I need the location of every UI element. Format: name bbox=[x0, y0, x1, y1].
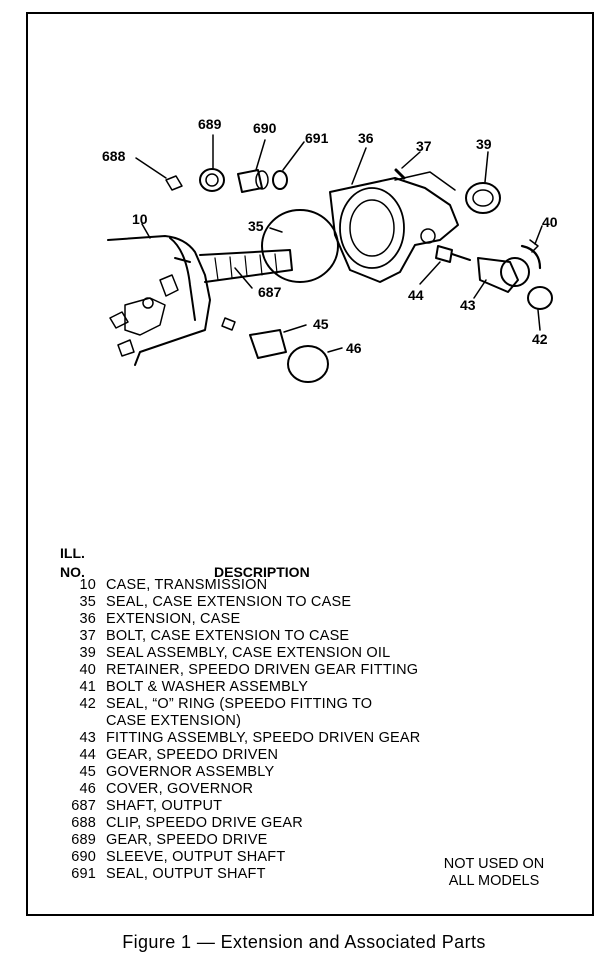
part-description: SEAL, CASE EXTENSION TO CASE bbox=[106, 594, 352, 610]
speedo-fitting bbox=[473, 257, 530, 299]
part-number: 46 bbox=[79, 781, 96, 797]
part-description: GOVERNOR ASSEMBLY bbox=[106, 764, 275, 780]
o-ring-seal bbox=[527, 286, 553, 331]
case-extension bbox=[329, 171, 459, 283]
case-extension-seal bbox=[261, 209, 339, 283]
extension-bolt bbox=[394, 151, 421, 180]
callout-690: 690 bbox=[253, 120, 277, 136]
part-description: SEAL ASSEMBLY, CASE EXTENSION OIL bbox=[106, 645, 391, 661]
part-description: RETAINER, SPEEDO DRIVEN GEAR FITTING bbox=[106, 662, 419, 678]
part-description: BOLT & WASHER ASSEMBLY bbox=[106, 679, 309, 695]
part-number: 37 bbox=[79, 628, 96, 644]
callout-42: 42 bbox=[532, 331, 548, 347]
speedo-drive-gear bbox=[199, 134, 225, 192]
parts-row: 41 BOLT & WASHER ASSEMBLY bbox=[44, 679, 484, 696]
callout-689: 689 bbox=[198, 116, 222, 132]
part-number: 39 bbox=[79, 645, 96, 661]
callout-10: 10 bbox=[132, 211, 148, 227]
part-number: 45 bbox=[79, 764, 96, 780]
part-number: 43 bbox=[79, 730, 96, 746]
fitting-retainer bbox=[520, 225, 543, 270]
parts-row: 687 SHAFT, OUTPUT bbox=[44, 798, 484, 815]
parts-row: 691 SEAL, OUTPUT SHAFT bbox=[44, 866, 484, 883]
callout-35: 35 bbox=[248, 218, 264, 234]
part-description: CLIP, SPEEDO DRIVE GEAR bbox=[106, 815, 303, 831]
parts-row: 36 EXTENSION, CASE bbox=[44, 611, 484, 628]
speedo-drive-clip bbox=[135, 157, 183, 191]
callout-40: 40 bbox=[542, 214, 558, 230]
part-number: 689 bbox=[71, 832, 96, 848]
callout-45: 45 bbox=[313, 316, 329, 332]
part-description: SLEEVE, OUTPUT SHAFT bbox=[106, 849, 286, 865]
part-description: FITTING ASSEMBLY, SPEEDO DRIVEN GEAR bbox=[106, 730, 421, 746]
callout-36: 36 bbox=[358, 130, 374, 146]
callout-46: 46 bbox=[346, 340, 362, 356]
part-number: 690 bbox=[71, 849, 96, 865]
output-shaft-seal bbox=[272, 141, 305, 190]
part-description: SEAL, OUTPUT SHAFT bbox=[106, 866, 266, 882]
output-shaft bbox=[199, 249, 293, 283]
parts-row: 10 CASE, TRANSMISSION bbox=[44, 577, 484, 594]
parts-row: 44 GEAR, SPEEDO DRIVEN bbox=[44, 747, 484, 764]
parts-row: 45 GOVERNOR ASSEMBLY bbox=[44, 764, 484, 781]
parts-row: 37 BOLT, CASE EXTENSION TO CASE bbox=[44, 628, 484, 645]
callout-43: 43 bbox=[460, 297, 476, 313]
part-number: 35 bbox=[79, 594, 96, 610]
parts-row: 46 COVER, GOVERNOR bbox=[44, 781, 484, 798]
part-description: BOLT, CASE EXTENSION TO CASE bbox=[106, 628, 350, 644]
part-number: 40 bbox=[79, 662, 96, 678]
part-description: GEAR, SPEEDO DRIVE bbox=[106, 832, 268, 848]
parts-row: 35 SEAL, CASE EXTENSION TO CASE bbox=[44, 594, 484, 611]
governor-assembly bbox=[221, 317, 307, 359]
header-no: NO. bbox=[60, 564, 85, 580]
part-number: 688 bbox=[71, 815, 96, 831]
part-number: 44 bbox=[79, 747, 96, 763]
figure-caption: Figure 1 — Extension and Associated Part… bbox=[122, 932, 486, 952]
part-number: 42 bbox=[79, 696, 96, 712]
parts-row: 689 GEAR, SPEEDO DRIVE bbox=[44, 832, 484, 849]
header-ill: ILL. bbox=[60, 545, 85, 561]
header-description: DESCRIPTION bbox=[214, 564, 310, 580]
extension-oil-seal bbox=[465, 151, 501, 214]
parts-list: 10 CASE, TRANSMISSION 35 SEAL, CASE EXTENS… bbox=[44, 577, 484, 883]
part-description: CASE, TRANSMISSION bbox=[106, 577, 268, 593]
callout-44: 44 bbox=[408, 287, 424, 303]
transmission-case bbox=[107, 235, 211, 366]
parts-row: 43 FITTING ASSEMBLY, SPEEDO DRIVEN GEAR bbox=[44, 730, 484, 747]
part-description: EXTENSION, CASE bbox=[106, 611, 241, 627]
part-description: SEAL, “O” RING (SPEEDO FITTING TO CASE E… bbox=[106, 696, 373, 729]
output-shaft-sleeve bbox=[237, 139, 269, 193]
parts-row: 42 SEAL, “O” RING (SPEEDO FITTING TO CASE… bbox=[44, 696, 484, 730]
part-number: 36 bbox=[79, 611, 96, 627]
callout-39: 39 bbox=[476, 136, 492, 152]
governor-cover bbox=[287, 345, 343, 383]
callout-688: 688 bbox=[102, 148, 126, 164]
part-description: COVER, GOVERNOR bbox=[106, 781, 254, 797]
part-description: GEAR, SPEEDO DRIVEN bbox=[106, 747, 279, 763]
figure-frame bbox=[26, 12, 594, 916]
models-note: NOT USED ON ALL MODELS bbox=[443, 856, 545, 889]
callout-691: 691 bbox=[305, 130, 329, 146]
part-number: 691 bbox=[71, 866, 96, 882]
parts-row: 39 SEAL ASSEMBLY, CASE EXTENSION OIL bbox=[44, 645, 484, 662]
parts-row: 40 RETAINER, SPEEDO DRIVEN GEAR FITTING bbox=[44, 662, 484, 679]
callout-37: 37 bbox=[416, 138, 432, 154]
callout-687: 687 bbox=[258, 284, 282, 300]
part-number: 10 bbox=[79, 577, 96, 593]
part-number: 41 bbox=[79, 679, 96, 695]
parts-row: 688 CLIP, SPEEDO DRIVE GEAR bbox=[44, 815, 484, 832]
speedo-driven-gear bbox=[419, 245, 471, 285]
part-description: SHAFT, OUTPUT bbox=[106, 798, 223, 814]
part-number: 687 bbox=[71, 798, 96, 814]
parts-row: 690 SLEEVE, OUTPUT SHAFT bbox=[44, 849, 484, 866]
exploded-view-diagram bbox=[107, 134, 553, 383]
